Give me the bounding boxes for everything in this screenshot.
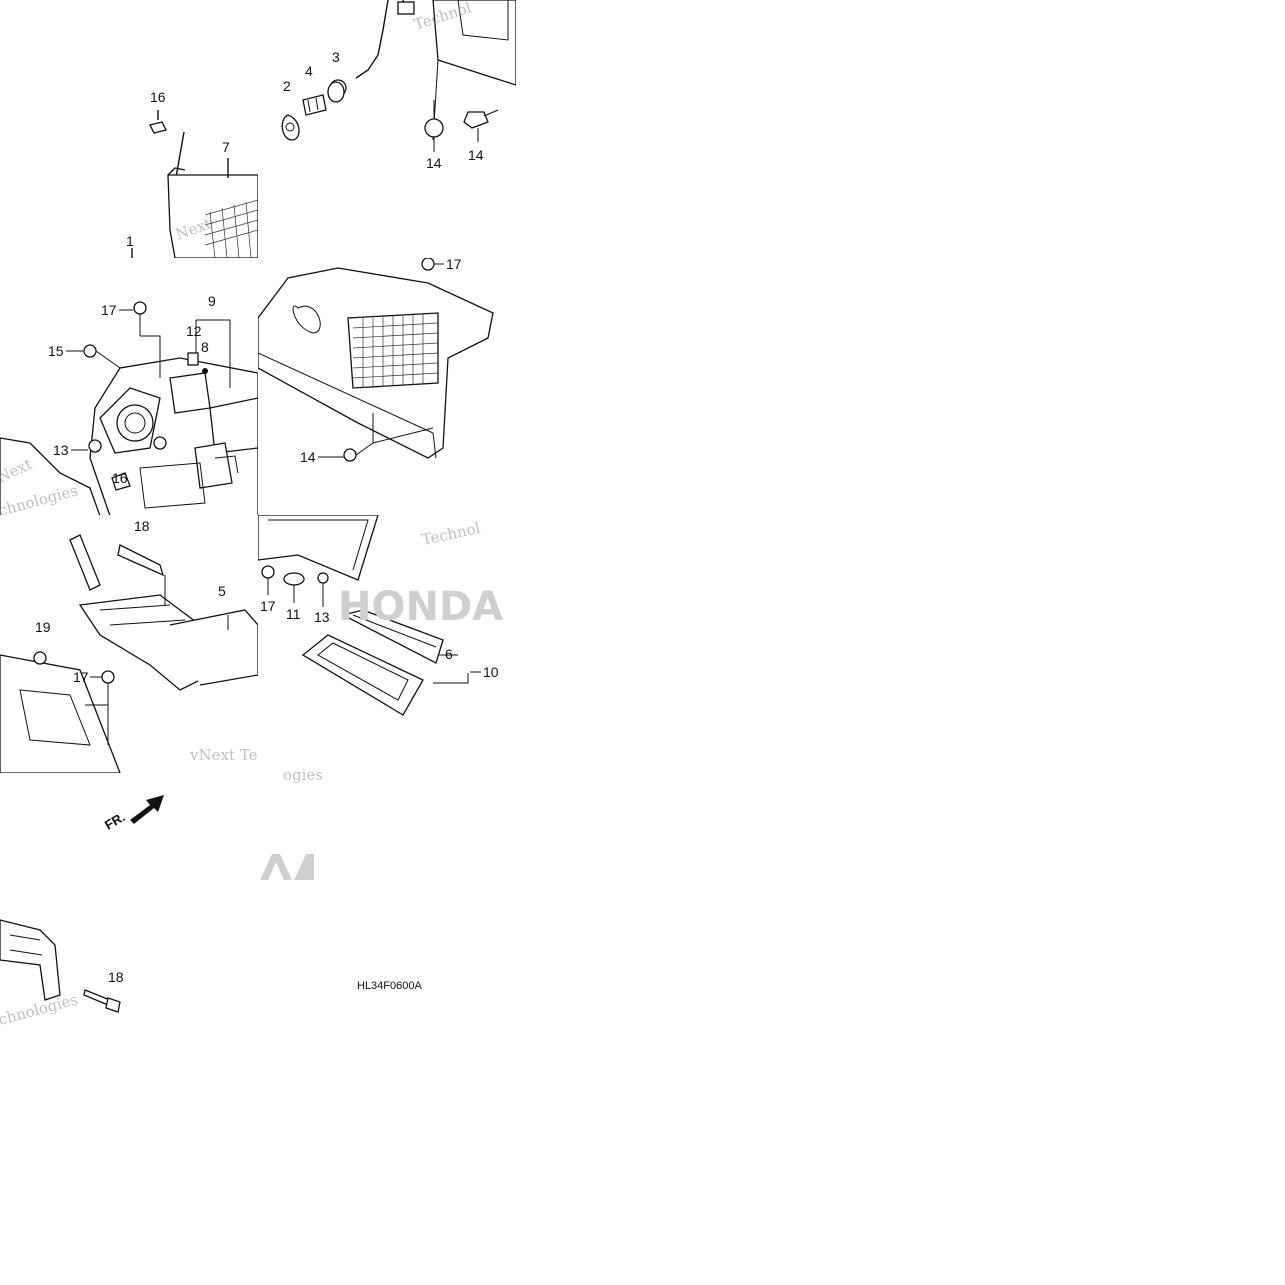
lid-drawing: 17 11 13 6 10 HONDA Technol <box>258 515 503 716</box>
dashboard-drawing: 17 9 12 8 15 13 16 Next chnologies <box>0 293 258 516</box>
callout-8: 8 <box>201 339 209 355</box>
callout-14: 14 <box>300 449 316 465</box>
callout-19: 19 <box>35 619 51 635</box>
watermark-tech: Technol <box>420 519 482 549</box>
callout-4: 4 <box>305 63 313 79</box>
bracket-top-drawing: 16 7 1 Next <box>126 89 258 258</box>
callout-17: 17 <box>73 669 89 685</box>
callout-18: 18 <box>134 518 150 534</box>
front-marker-label: FR. <box>102 809 128 832</box>
callout-17: 17 <box>446 258 462 272</box>
diagram-tile-glovebox: 17 14 <box>258 258 516 516</box>
front-marker: FR. <box>100 780 180 835</box>
front-arrow-icon: FR. <box>102 795 164 833</box>
callout-12: 12 <box>186 323 202 339</box>
glovebox-drawing: 17 14 <box>258 258 494 465</box>
callout-10: 10 <box>483 664 499 680</box>
callout-15: 15 <box>48 343 64 359</box>
callout-7: 7 <box>222 139 230 155</box>
part-code: HL34F0600A <box>357 980 422 992</box>
callout-1: 1 <box>126 233 134 249</box>
callout-17: 17 <box>260 598 276 614</box>
callout-2: 2 <box>283 78 291 94</box>
callout-9: 9 <box>208 293 216 309</box>
honda-fragment <box>258 850 318 882</box>
diagram-tile-bracket-top: 16 7 1 Next <box>0 0 258 258</box>
watermark-strip: ogies <box>258 765 378 790</box>
diagram-tile-dashboard: 17 9 12 8 15 13 16 Next chnologies <box>0 258 258 516</box>
callout-11: 11 <box>286 606 301 622</box>
callout-5: 5 <box>218 583 226 599</box>
diagram-tile-lid: 17 11 13 6 10 HONDA Technol <box>258 515 516 773</box>
watermark-chnologies: chnologies <box>0 990 80 1028</box>
diagram-tile-fasteners-top: 2 4 3 14 14 Technol <box>258 0 516 258</box>
fasteners-top-drawing: 2 4 3 14 14 Technol <box>281 0 516 171</box>
watermark-ogies: ogies <box>283 766 323 784</box>
callout-17: 17 <box>101 302 117 318</box>
callout-18: 18 <box>108 969 124 985</box>
frame-drawing: 18 5 19 17 vNext Technologies <box>0 518 258 773</box>
callout-14-b: 14 <box>468 147 484 163</box>
callout-13: 13 <box>314 609 330 625</box>
part-code-area: HL34F0600A <box>355 975 445 995</box>
watermark-vnext: vNext Technologies <box>189 746 258 764</box>
honda-watermark: HONDA <box>338 584 503 630</box>
callout-6: 6 <box>445 646 453 662</box>
diagram-tile-frame: 18 5 19 17 vNext Technologies <box>0 515 258 773</box>
callout-16: 16 <box>150 89 166 105</box>
bolt-drawing: 18 chnologies <box>0 919 124 1029</box>
callout-14-a: 14 <box>426 155 442 171</box>
diagram-tile-bolt: 18 chnologies <box>0 905 140 1030</box>
callout-3: 3 <box>332 49 340 65</box>
callout-13: 13 <box>53 442 69 458</box>
callout-16: 16 <box>112 470 128 486</box>
